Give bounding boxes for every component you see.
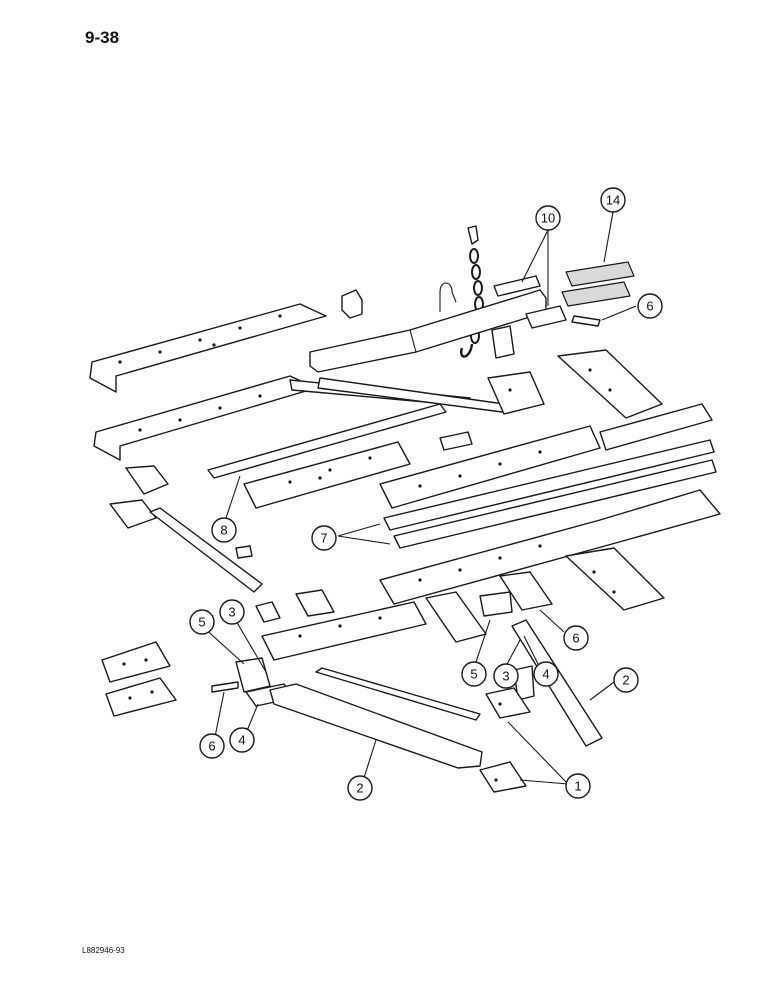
plate-long-upper	[379, 425, 601, 509]
callout-14: 14	[600, 187, 626, 213]
callout-1: 1	[565, 773, 591, 799]
svg-text:4: 4	[238, 733, 245, 748]
callout-2-left: 2	[347, 775, 373, 801]
diagonal-strut	[207, 403, 447, 479]
callout-7: 7	[311, 525, 337, 551]
callout-4-left: 4	[229, 727, 255, 753]
bracket-lower-b	[295, 589, 335, 617]
callout-10: 10	[535, 205, 561, 231]
svg-text:4: 4	[542, 667, 549, 682]
plate-long-lower	[379, 489, 721, 605]
rail-7-upper	[383, 439, 715, 531]
callout-6-top: 6	[637, 293, 663, 319]
hitch-block	[479, 591, 513, 617]
rail-long-left	[93, 375, 317, 461]
callout-8: 8	[211, 517, 237, 543]
small-clip	[235, 545, 253, 559]
strut-upper-2	[317, 377, 505, 413]
plate-middle	[243, 441, 411, 509]
callout-5-left: 5	[189, 609, 215, 635]
svg-text:2: 2	[356, 781, 363, 796]
callout-2-right: 2	[613, 667, 639, 693]
plate-wing-b	[499, 571, 553, 611]
svg-text:8: 8	[220, 523, 227, 538]
bracket-10-upper	[493, 275, 541, 297]
plate-right-lower	[565, 547, 665, 611]
svg-text:7: 7	[320, 531, 327, 546]
small-bracket	[341, 289, 363, 319]
bracket-10-lower	[525, 305, 567, 329]
bracket-14-upper	[565, 261, 635, 287]
rivet-holes	[118, 314, 616, 782]
svg-text:6: 6	[572, 631, 579, 646]
plate-1-lower	[479, 761, 527, 793]
svg-text:1: 1	[574, 779, 581, 794]
hitch-bracket-left	[235, 657, 271, 693]
svg-text:10: 10	[541, 211, 555, 226]
svg-text:5: 5	[470, 667, 477, 682]
gusset-lower-left	[109, 499, 157, 529]
callout-6-left: 6	[199, 733, 225, 759]
plate-right-upper	[557, 349, 663, 419]
plate-center-small	[439, 431, 473, 451]
leader-lines	[201, 211, 637, 785]
rail-7-lower	[393, 459, 717, 549]
svg-text:3: 3	[228, 605, 235, 620]
plate-center-upper	[487, 371, 545, 415]
pin-6-left	[211, 681, 239, 693]
tow-arm-right	[511, 619, 603, 747]
plate-long-upper-ext	[599, 403, 713, 451]
chain-anchor-plate	[491, 325, 515, 359]
plate-1-upper	[485, 687, 531, 719]
page-number: 9-38	[85, 28, 120, 47]
clevis-3	[513, 665, 535, 701]
bracket-lower-a	[255, 601, 281, 623]
svg-text:5: 5	[198, 615, 205, 630]
figure-code: L882946-93	[82, 946, 125, 955]
bracket-14-lower	[561, 281, 631, 307]
plate-left-lower-b	[105, 677, 177, 717]
callout-3-right: 3	[493, 663, 519, 689]
callout-3-left: 3	[219, 599, 245, 625]
plate-left-lower-a	[101, 641, 171, 683]
svg-text:14: 14	[606, 193, 620, 208]
svg-text:2: 2	[622, 673, 629, 688]
svg-text:6: 6	[208, 739, 215, 754]
tow-arm-left	[269, 683, 483, 769]
pin-6-top	[571, 315, 601, 327]
gusset-left	[125, 465, 169, 495]
plate-wing-a	[425, 591, 487, 643]
strut-lower-left	[149, 507, 263, 593]
tow-arm-rod	[315, 667, 481, 721]
callout-4-right: 4	[533, 661, 559, 687]
callout-6-right: 6	[563, 625, 589, 651]
svg-text:3: 3	[502, 669, 509, 684]
svg-text:6: 6	[646, 299, 653, 314]
u-bolt	[439, 282, 457, 312]
plate-lower-long	[261, 601, 427, 661]
rail-upper-left	[89, 303, 327, 393]
callout-5-right: 5	[461, 661, 487, 687]
